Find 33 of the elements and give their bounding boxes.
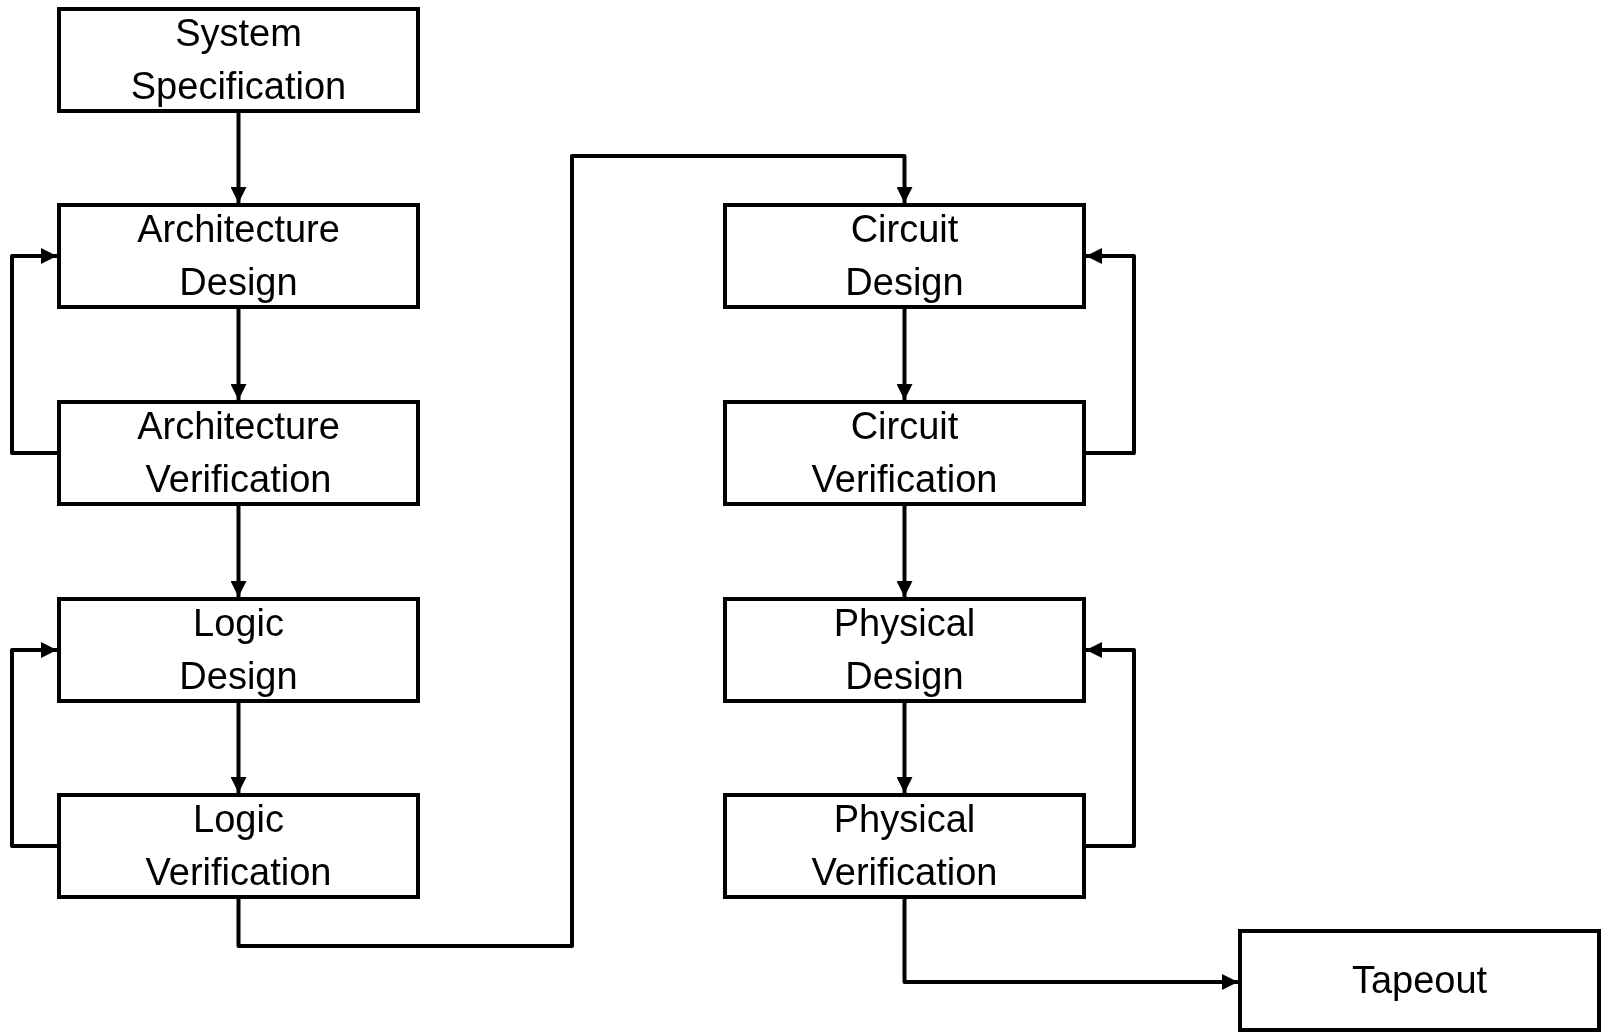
arrow [236,154,913,948]
process-box [723,400,1086,506]
arrow [230,309,247,400]
process-box [723,203,1086,309]
process-box [57,203,420,309]
arrow [896,703,913,793]
step-label: Logic Verification [144,796,333,895]
arrow [10,642,57,848]
step-label: Physical Design [832,600,977,699]
arrow [902,899,1238,990]
process-box [723,597,1086,703]
process-box [57,400,420,506]
arrow [230,703,247,793]
step-label: Circuit Verification [810,403,999,502]
arrow [10,248,57,455]
arrow [896,506,913,597]
process-box [57,793,420,899]
arrow [1086,642,1136,848]
step-label: Circuit Design [844,206,965,305]
step-label: Architecture Design [136,206,341,305]
arrow [230,506,247,597]
process-box [723,793,1086,899]
step-label: Physical Verification [810,796,999,895]
step-label: Architecture Verification [136,403,341,502]
step-label: Tapeout [1350,957,1489,1003]
arrow [1086,248,1136,455]
arrow [896,309,913,400]
process-box [57,597,420,703]
process-box [57,7,420,113]
step-label: Logic Design [178,600,299,699]
process-box [1238,929,1601,1032]
arrow [230,113,247,203]
step-label: System Specification [129,10,348,109]
